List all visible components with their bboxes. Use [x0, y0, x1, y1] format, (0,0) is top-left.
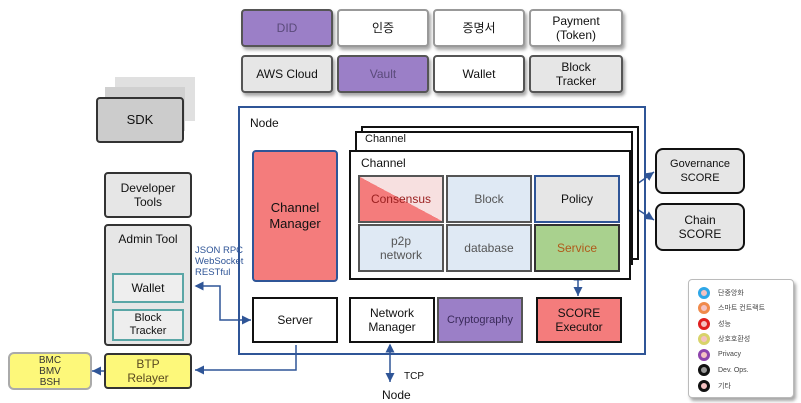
legend-item: 상호호환성	[698, 332, 790, 348]
legend-label: 단중앙화	[718, 289, 744, 297]
cryptography-box: Cryptography	[437, 297, 523, 343]
bmc-box: BMC BMV BSH	[8, 352, 92, 390]
legend-item: 스마트 컨트랙트	[698, 301, 790, 317]
legend-label: Dev. Ops.	[718, 366, 749, 374]
payment-box: Payment (Token)	[529, 9, 623, 47]
legend-dot-icon	[698, 317, 710, 330]
admin-tool-label: Admin Tool	[118, 232, 178, 246]
api-protocols-label: JSON RPC WebSocket RESTful	[195, 245, 244, 278]
legend-dot-icon	[698, 348, 710, 361]
legend-label: 상호호환성	[718, 336, 751, 344]
btp-relayer-box: BTP Relayer	[104, 353, 192, 389]
node-label: Node	[250, 116, 279, 130]
network-manager-box: Network Manager	[349, 297, 435, 343]
legend-item: 단중앙화	[698, 285, 790, 301]
consensus-box: Consensus	[358, 175, 444, 223]
service-box: Service	[534, 224, 620, 272]
chain-score-box: Chain SCORE	[655, 203, 745, 251]
vault-box: Vault	[337, 55, 429, 93]
legend-item: 성능	[698, 316, 790, 332]
legend-label: Privacy	[718, 351, 741, 359]
certificate-box: 증명서	[433, 9, 525, 47]
block-box: Block	[446, 175, 532, 223]
legend-label: 스마트 컨트랙트	[718, 305, 766, 313]
legend-label: 성능	[718, 320, 731, 328]
legend-dot-icon	[698, 364, 710, 377]
block-tracker-box: Block Tracker	[529, 55, 623, 93]
aws-cloud-box: AWS Cloud	[241, 55, 333, 93]
legend-dot-icon	[698, 302, 710, 315]
node-container	[238, 106, 646, 355]
did-box: DID	[241, 9, 333, 47]
auth-box: 인증	[337, 9, 429, 47]
score-executor-box: SCORE Executor	[536, 297, 622, 343]
channel-manager-box: Channel Manager	[252, 150, 338, 282]
admin-wallet-box: Wallet	[112, 273, 184, 303]
legend-item: 기타	[698, 378, 790, 394]
wallet-box: Wallet	[433, 55, 525, 93]
legend-item: Dev. Ops.	[698, 363, 790, 379]
legend-item: Privacy	[698, 347, 790, 363]
legend-label: 기타	[718, 382, 731, 390]
policy-box: Policy	[534, 175, 620, 223]
developer-tools-box: Developer Tools	[104, 172, 192, 218]
server-box: Server	[252, 297, 338, 343]
admin-block-tracker-box: Block Tracker	[112, 309, 184, 341]
channel-back-label: Channel	[365, 133, 406, 145]
database-box: database	[446, 224, 532, 272]
legend-dot-icon	[698, 286, 710, 299]
legend-dot-icon	[698, 333, 710, 346]
tcp-label: TCP	[404, 371, 424, 382]
channel-label: Channel	[361, 156, 406, 170]
p2p-network-box: p2p network	[358, 224, 444, 272]
bottom-node-label: Node	[382, 388, 411, 402]
sdk-box: SDK	[96, 97, 184, 143]
governance-score-box: Governance SCORE	[655, 148, 745, 194]
legend-dot-icon	[698, 379, 710, 392]
